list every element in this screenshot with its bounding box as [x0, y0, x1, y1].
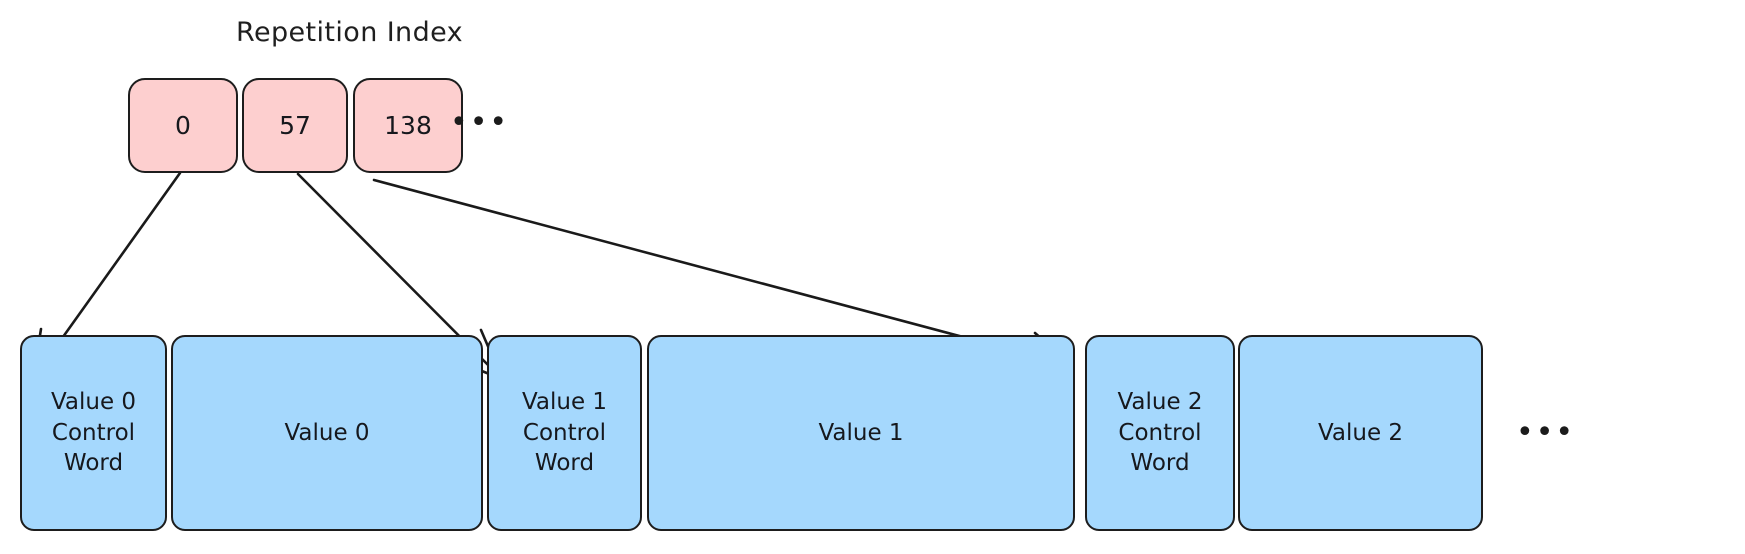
index-box-57[interactable]: 57 — [242, 78, 348, 173]
value-0-box[interactable]: Value 0 — [171, 335, 483, 531]
index-box-0[interactable]: 0 — [128, 78, 238, 173]
value-2-control-word-box[interactable]: Value 2 Control Word — [1085, 335, 1235, 531]
value-0-control-word-box[interactable]: Value 0 Control Word — [20, 335, 167, 531]
index-box-138[interactable]: 138 — [353, 78, 463, 173]
value-row-ellipsis: ••• — [1516, 415, 1576, 450]
index-row-ellipsis: ••• — [450, 105, 510, 140]
value-1-control-word-box[interactable]: Value 1 Control Word — [487, 335, 642, 531]
value-2-box[interactable]: Value 2 — [1238, 335, 1483, 531]
page-title: Repetition Index — [236, 17, 464, 48]
value-1-box[interactable]: Value 1 — [647, 335, 1075, 531]
